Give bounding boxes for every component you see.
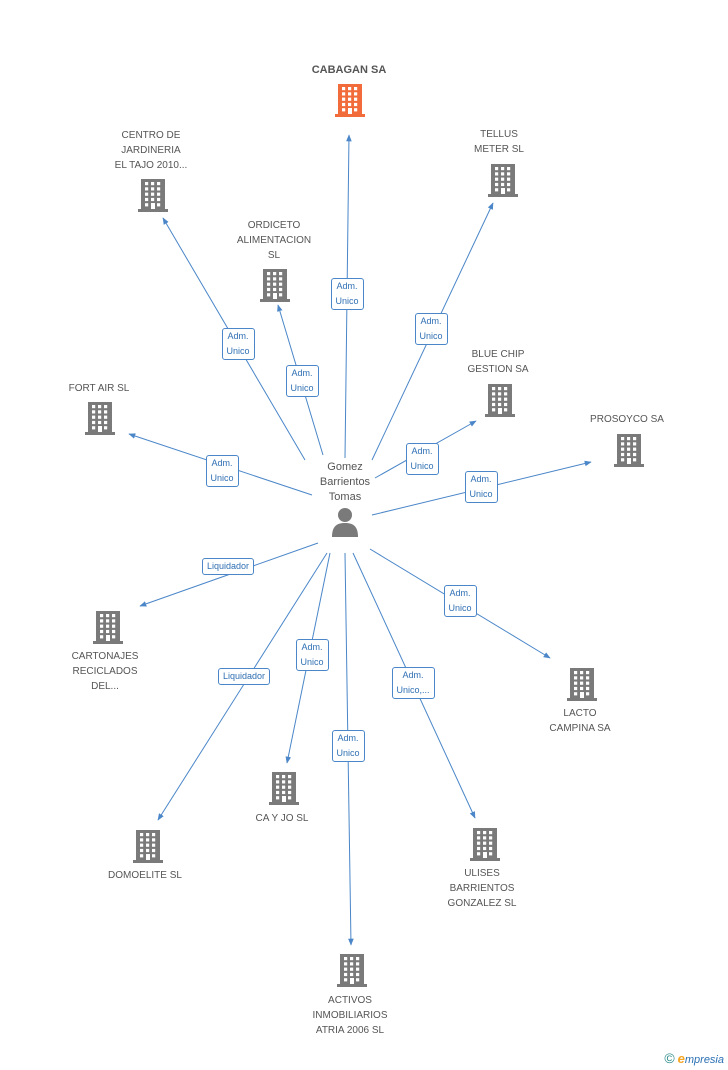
- company-label-ulises[interactable]: ULISES BARRIENTOS GONZALEZ SL: [422, 866, 542, 911]
- edge-label-cartonajes[interactable]: Liquidador: [202, 557, 255, 575]
- company-node-cabagan[interactable]: [335, 83, 365, 117]
- person-icon: [332, 508, 358, 537]
- edge-label-bluechip[interactable]: Adm. Unico: [405, 443, 439, 475]
- company-node-lacto[interactable]: [567, 667, 597, 701]
- company-node-ordiceto[interactable]: [260, 268, 290, 302]
- building-icon: [138, 179, 168, 212]
- company-node-activos[interactable]: [337, 953, 367, 987]
- company-label-bluechip[interactable]: BLUE CHIP GESTION SA: [438, 347, 558, 377]
- building-icon: [269, 772, 299, 805]
- building-icon: [488, 164, 518, 197]
- building-icon: [93, 611, 123, 644]
- building-icon: [337, 954, 367, 987]
- edge-label-lacto[interactable]: Adm. Unico: [443, 585, 477, 617]
- company-label-prosoyco[interactable]: PROSOYCO SA: [567, 412, 687, 427]
- edge-label-centro[interactable]: Adm. Unico: [221, 328, 255, 360]
- company-name: CENTRO DE JARDINERIA EL TAJO 2010...: [114, 130, 188, 171]
- company-node-bluechip[interactable]: [485, 383, 515, 417]
- edge-label-ordiceto[interactable]: Adm. Unico: [285, 365, 319, 397]
- company-label-cartonajes[interactable]: CARTONAJES RECICLADOS DEL...: [45, 649, 165, 694]
- building-icon: [567, 668, 597, 701]
- edge-label-activos[interactable]: Adm. Unico: [331, 730, 365, 762]
- brand-logo-e: e: [677, 1051, 685, 1066]
- company-name: CA Y JO SL: [255, 813, 309, 824]
- company-name: CABAGAN SA: [311, 64, 387, 76]
- edge-cartonajes: [139, 542, 319, 607]
- company-label-lacto[interactable]: LACTO CAMPINA SA: [520, 706, 640, 736]
- company-label-cabagan[interactable]: CABAGAN SA: [289, 63, 409, 78]
- building-icon: [260, 269, 290, 302]
- edge-domoelite: [157, 552, 328, 821]
- edge-label-ulises[interactable]: Adm. Unico,...: [391, 667, 435, 699]
- company-label-activos[interactable]: ACTIVOS INMOBILIARIOS ATRIA 2006 SL: [290, 993, 410, 1038]
- company-label-cayjo[interactable]: CA Y JO SL: [222, 811, 342, 826]
- company-node-prosoyco[interactable]: [614, 433, 644, 467]
- company-node-cartonajes[interactable]: [93, 610, 123, 644]
- building-icon: [133, 830, 163, 863]
- company-name: CARTONAJES RECICLADOS DEL...: [71, 651, 139, 692]
- company-label-domoelite[interactable]: DOMOELITE SL: [85, 868, 205, 883]
- building-icon: [85, 402, 115, 435]
- edge-label-cayjo[interactable]: Adm. Unico: [295, 639, 329, 671]
- edge-label-domoelite[interactable]: Liquidador: [218, 667, 271, 685]
- brand-logo-text: mpresia: [684, 1054, 724, 1066]
- edge-label-prosoyco[interactable]: Adm. Unico: [464, 471, 498, 503]
- company-node-domoelite[interactable]: [133, 829, 163, 863]
- company-node-fortair[interactable]: [85, 401, 115, 435]
- company-name: LACTO CAMPINA SA: [549, 708, 611, 734]
- company-name: PROSOYCO SA: [590, 414, 664, 425]
- building-icon: [485, 384, 515, 417]
- company-node-cayjo[interactable]: [269, 771, 299, 805]
- company-name: DOMOELITE SL: [108, 870, 182, 881]
- company-name: ORDICETO ALIMENTACION SL: [236, 220, 312, 261]
- edge-label-tellus[interactable]: Adm. Unico: [414, 313, 448, 345]
- company-node-centro[interactable]: [138, 178, 168, 212]
- company-name: TELLUS METER SL: [473, 129, 524, 155]
- company-label-centro[interactable]: CENTRO DE JARDINERIA EL TAJO 2010...: [91, 128, 211, 173]
- edge-label-fortair[interactable]: Adm. Unico: [205, 455, 239, 487]
- building-icon: [335, 84, 365, 117]
- person-node[interactable]: Gomez Barrientos Tomas: [303, 460, 387, 537]
- company-node-ulises[interactable]: [470, 827, 500, 861]
- footer-brand: ©empresia: [664, 1050, 724, 1066]
- company-name: ACTIVOS INMOBILIARIOS ATRIA 2006 SL: [312, 995, 388, 1036]
- company-label-tellus[interactable]: TELLUS METER SL: [439, 127, 559, 157]
- company-node-tellus[interactable]: [488, 163, 518, 197]
- person-name: Gomez Barrientos Tomas: [319, 461, 371, 503]
- company-name: BLUE CHIP GESTION SA: [467, 349, 529, 375]
- building-icon: [470, 828, 500, 861]
- company-name: ULISES BARRIENTOS GONZALEZ SL: [447, 868, 517, 909]
- edge-label-cabagan[interactable]: Adm. Unico: [330, 278, 364, 310]
- copyright-icon: ©: [664, 1050, 675, 1066]
- company-name: FORT AIR SL: [68, 383, 130, 394]
- company-label-fortair[interactable]: FORT AIR SL: [39, 381, 159, 396]
- company-label-ordiceto[interactable]: ORDICETO ALIMENTACION SL: [214, 218, 334, 263]
- building-icon: [614, 434, 644, 467]
